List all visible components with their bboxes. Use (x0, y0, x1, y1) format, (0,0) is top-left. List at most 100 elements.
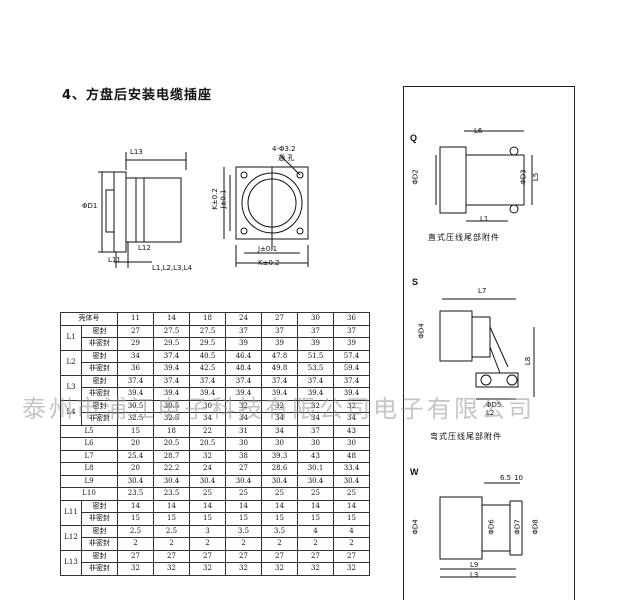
table-cell: 33.4 (333, 462, 370, 476)
table-cell: 30 (333, 437, 370, 451)
k-bottom-label: K±0.2 (258, 259, 280, 267)
table-cell: 27 (117, 549, 154, 563)
table-cell: 30.5 (117, 399, 154, 413)
w-l-top: 6.5 (500, 474, 512, 482)
table-cell: 39.4 (225, 387, 262, 401)
w-d8: ΦD8 (531, 519, 540, 535)
table-cell: 32 (225, 562, 262, 576)
row-sub-label: 密封 (81, 324, 118, 338)
table-cell: 34 (225, 412, 262, 426)
table-cell: 29 (117, 337, 154, 351)
w-drawing (439, 482, 523, 578)
table-cell: 30.4 (189, 474, 226, 488)
s-drawing (439, 298, 535, 400)
table-cell: 27 (261, 549, 298, 563)
table-cell: 57.4 (333, 349, 370, 363)
front-view-drawing: 4-Φ3.2 通 孔 K±0.2 J±0.1 J±0.1 K±0.2 (210, 145, 320, 275)
table-cell: 30 (297, 437, 334, 451)
table-cell: 43 (297, 449, 334, 463)
table-cell: 25 (261, 487, 298, 501)
table-cell: 32 (189, 449, 226, 463)
table-cell: 34 (117, 349, 154, 363)
table-cell: 15 (297, 512, 334, 526)
shell-size-header: 27 (261, 312, 298, 326)
l13-label: L13 (130, 148, 143, 156)
table-cell: 2 (189, 537, 226, 551)
l12-label: L12 (138, 244, 151, 252)
table-cell: 30.4 (333, 474, 370, 488)
table-cell: 27.5 (189, 324, 226, 338)
table-cell: 14 (225, 499, 262, 513)
table-cell: 3.5 (261, 524, 298, 538)
side-view-svg (98, 152, 187, 268)
table-cell: 30.4 (225, 474, 262, 488)
s-d4: ΦD4 (417, 323, 426, 339)
row-label: L9 (60, 474, 118, 488)
table-cell: 14 (333, 499, 370, 513)
table-cell: 2.5 (153, 524, 190, 538)
row-sub-label: 非密封 (81, 412, 118, 426)
table-cell: 23.5 (153, 487, 190, 501)
table-cell: 37.4 (153, 374, 190, 388)
section-title: 4、方盘后安装电缆插座 (62, 88, 213, 103)
table-cell: 25 (333, 487, 370, 501)
table-cell: 34 (261, 424, 298, 438)
table-cell: 32 (189, 562, 226, 576)
holes-label: 4-Φ3.2 (272, 145, 296, 153)
s-label: S (412, 277, 419, 287)
w-d4: ΦD4 (411, 519, 420, 535)
row-sub-label: 密封 (81, 349, 118, 363)
row-group-label: L2 (60, 349, 82, 376)
row-sub-label: 密封 (81, 374, 118, 388)
header-label: 壳体号 (60, 312, 118, 326)
table-cell: 30 (225, 437, 262, 451)
w-l3: L3 (470, 571, 479, 579)
table-cell: 25 (225, 487, 262, 501)
table-cell: 37 (225, 324, 262, 338)
table-cell: 23.5 (117, 487, 154, 501)
q-caption: 直式压线尾部附件 (428, 233, 500, 242)
table-cell: 32 (297, 399, 334, 413)
table-cell: 15 (333, 512, 370, 526)
table-cell: 15 (189, 512, 226, 526)
accessory-panel: Q L6 ΦD2 ΦD3 L5 L1 直式压线尾部附件 S (403, 86, 575, 600)
table-cell: 28.6 (261, 462, 298, 476)
row-label: L5 (60, 424, 118, 438)
table-cell: 30.4 (261, 474, 298, 488)
row-sub-label: 非密封 (81, 337, 118, 351)
table-cell: 27 (117, 324, 154, 338)
table-cell: 49.8 (261, 362, 298, 376)
row-group-label: L13 (60, 549, 82, 576)
table-cell: 47.8 (261, 349, 298, 363)
table-cell: 32 (117, 562, 154, 576)
table-cell: 34 (261, 412, 298, 426)
table-cell: 2 (117, 537, 154, 551)
table-cell: 30.4 (117, 474, 154, 488)
table-cell: 20.5 (189, 437, 226, 451)
row-label: L8 (60, 462, 118, 476)
row-sub-label: 非密封 (81, 537, 118, 551)
table-cell: 29.5 (153, 337, 190, 351)
table-cell: 48 (333, 449, 370, 463)
table-cell: 30.1 (297, 462, 334, 476)
table-cell: 18 (153, 424, 190, 438)
table-cell: 39.3 (261, 449, 298, 463)
table-cell: 15 (261, 512, 298, 526)
table-cell: 39.4 (333, 387, 370, 401)
table-cell: 24 (189, 462, 226, 476)
table-cell: 32 (333, 562, 370, 576)
table-cell: 39 (225, 337, 262, 351)
table-cell: 37.4 (225, 374, 262, 388)
